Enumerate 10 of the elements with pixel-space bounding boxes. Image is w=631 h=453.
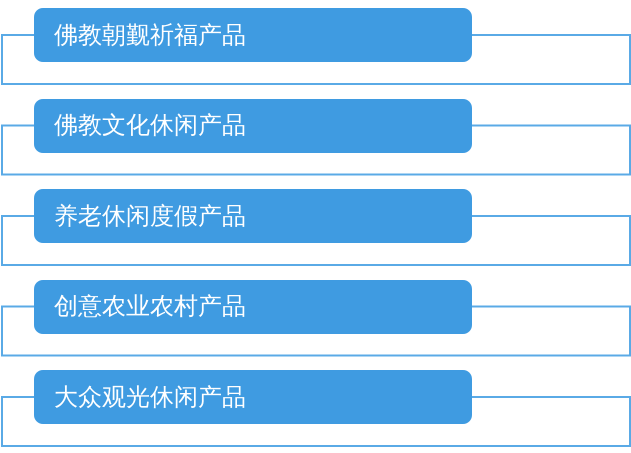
process-box — [34, 370, 472, 424]
process-box — [34, 98, 472, 152]
process-box — [34, 189, 472, 243]
process-box — [34, 8, 472, 62]
process-box — [34, 280, 472, 334]
box-label: 创意农业农村产品 — [54, 293, 246, 320]
box-label: 佛教朝觐祈福产品 — [54, 22, 246, 48]
box-label: 佛教文化休闲产品 — [54, 112, 246, 139]
box-label: 大众观光休闲产品 — [54, 384, 246, 410]
box-label: 养老休闲度假产品 — [54, 202, 246, 230]
